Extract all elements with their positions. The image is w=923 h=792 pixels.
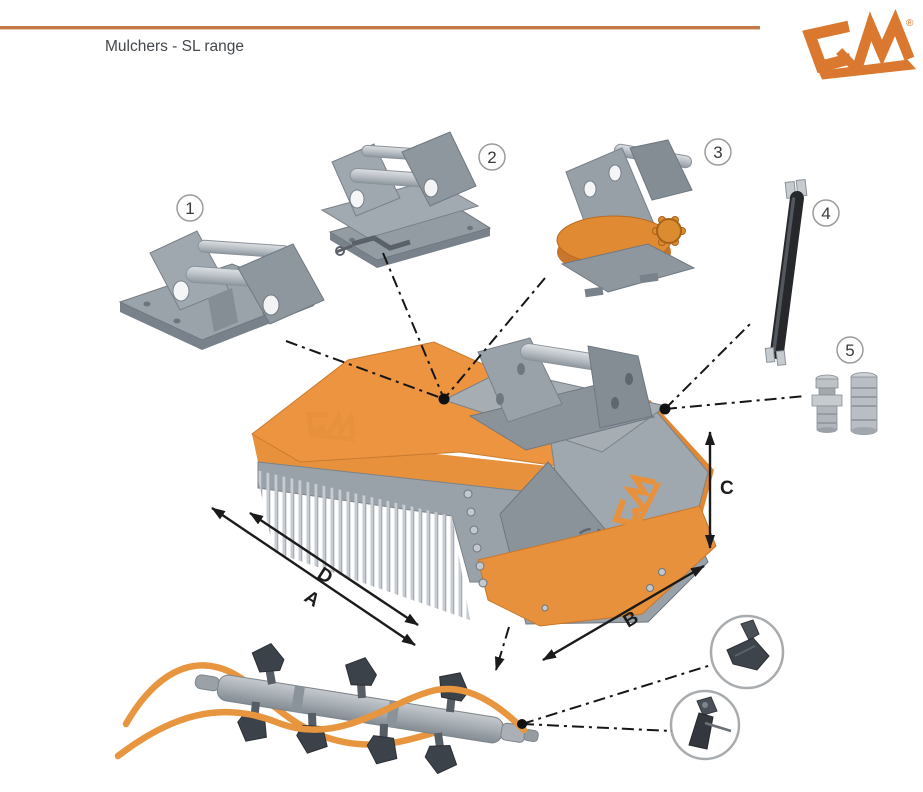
dimension-label-c: C — [720, 478, 734, 499]
header-rule — [0, 26, 760, 30]
svg-text:5: 5 — [845, 341, 854, 360]
dimension-label-a: A — [300, 587, 323, 612]
connector-part4 — [664, 320, 754, 410]
part-2-plate-mount-bracket — [320, 131, 492, 268]
callout-hammer-tool — [709, 614, 785, 690]
registered-mark: ® — [906, 18, 914, 29]
connector-part5 — [664, 395, 807, 410]
junction-dot-rotor — [517, 719, 527, 729]
sprocket-icon — [652, 216, 686, 246]
connector-part2 — [382, 252, 445, 400]
connector-blade-callout — [521, 723, 673, 732]
page-title: Mulchers - SL range — [105, 38, 244, 55]
svg-text:2: 2 — [487, 148, 496, 167]
rotor-assembly — [114, 641, 539, 776]
part-badge-2: 2 — [478, 143, 506, 171]
part-5-quick-couplers — [811, 372, 878, 435]
rotation-spiral-front — [114, 685, 528, 760]
connector-lines — [285, 252, 807, 732]
part-number-badges: 1 2 3 4 5 — [176, 138, 864, 364]
part-1-fixed-mount-bracket — [118, 230, 325, 350]
connector-part1 — [285, 340, 445, 400]
dimension-arrow-b — [542, 564, 705, 662]
junction-dot-left — [438, 393, 450, 405]
part-badge-5: 5 — [836, 336, 864, 364]
header: Mulchers - SL range ® — [0, 18, 916, 80]
connector-hammer-callout — [521, 664, 712, 725]
part-3-rotator-mount — [556, 139, 696, 298]
dimension-arrow-a — [211, 507, 416, 646]
svg-text:4: 4 — [821, 204, 830, 223]
part-badge-3: 3 — [704, 138, 732, 166]
part-4-hydraulic-hose — [764, 178, 808, 366]
svg-text:3: 3 — [713, 143, 722, 162]
svg-text:1: 1 — [185, 199, 194, 218]
mounted-bracket — [468, 337, 656, 451]
connector-rotor-arrow — [494, 626, 510, 671]
qm-brand-logo-icon: ® — [810, 18, 916, 80]
callout-blade-tool — [669, 689, 741, 761]
connector-part3 — [443, 277, 546, 400]
part-badge-1: 1 — [176, 194, 204, 222]
part-badge-4: 4 — [812, 199, 840, 227]
junction-dot-right — [659, 403, 671, 415]
